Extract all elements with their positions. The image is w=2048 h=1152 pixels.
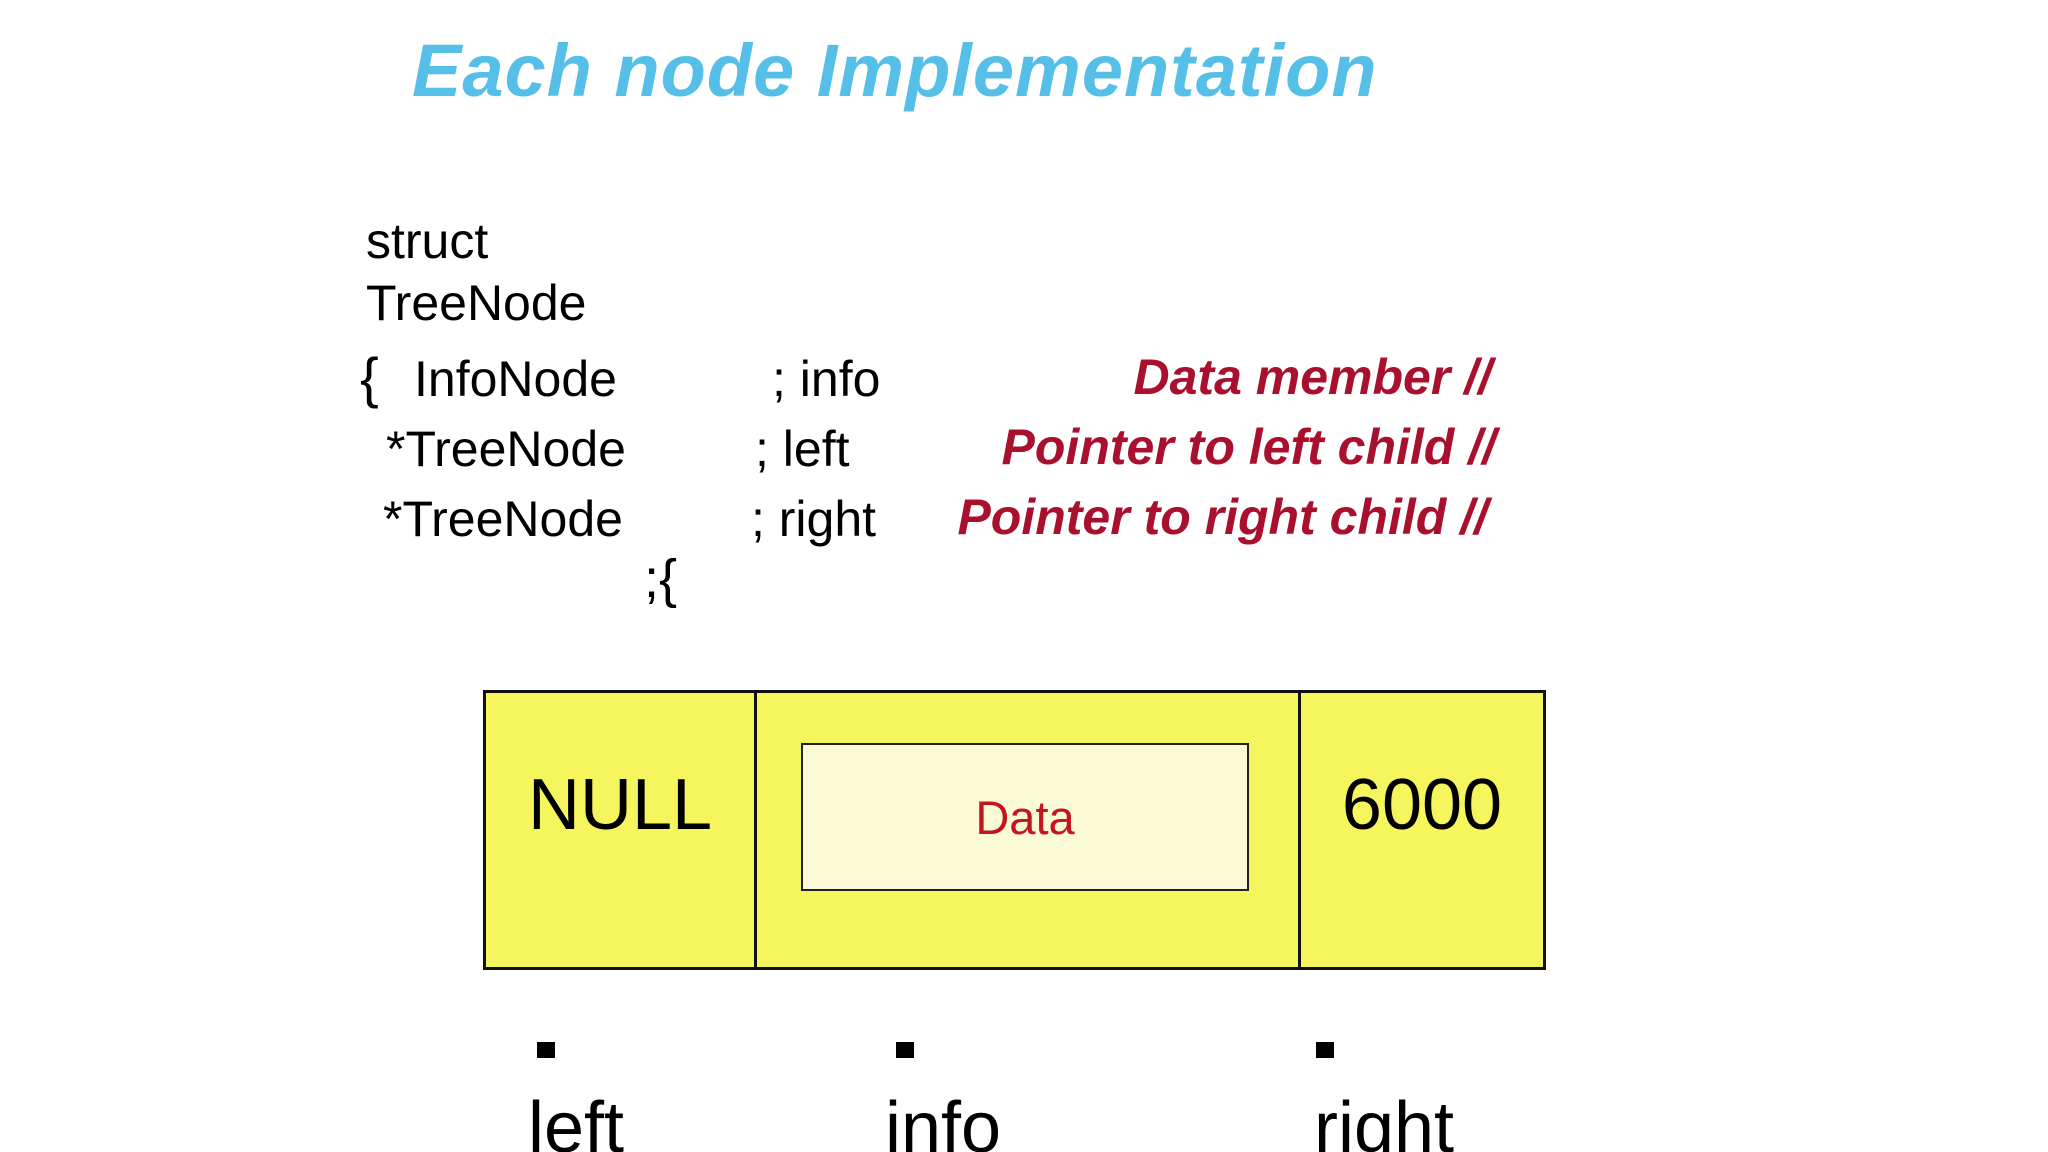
cell-divider-right <box>1298 693 1301 967</box>
code-keyword-struct: struct <box>366 213 489 269</box>
info-data-box: Data <box>801 743 1249 891</box>
data-label: Data <box>975 790 1075 844</box>
code-comment: Pointer to left child // <box>1001 419 1496 475</box>
node-struct-box: NULL Data 6000 <box>483 690 1546 970</box>
code-closing-brace: ;{ <box>644 549 678 609</box>
code-open-brace: { <box>360 346 379 409</box>
field-label-right: right <box>1314 1088 1455 1152</box>
field-label-info: info <box>885 1088 1002 1152</box>
code-field-name: ; left <box>755 421 850 477</box>
left-pointer-value: NULL <box>527 765 713 845</box>
field-label-left: left <box>528 1088 625 1152</box>
bullet-square-info <box>896 1042 914 1058</box>
right-pointer-value: 6000 <box>1341 765 1503 845</box>
code-field-name: ; info <box>772 351 881 407</box>
code-field-name: ; right <box>751 491 877 547</box>
code-comment: Pointer to right child // <box>957 489 1488 545</box>
code-field-type: *TreeNode <box>383 491 623 547</box>
cell-divider-left <box>754 693 757 967</box>
code-struct-name: TreeNode <box>366 275 587 331</box>
bullet-square-right <box>1316 1042 1334 1058</box>
code-comment: Data member // <box>1133 349 1492 405</box>
bullet-square-left <box>537 1042 555 1058</box>
code-field-type: *TreeNode <box>386 421 626 477</box>
slide-title: Each node Implementation <box>412 29 1378 112</box>
code-field-type: InfoNode <box>414 351 617 407</box>
